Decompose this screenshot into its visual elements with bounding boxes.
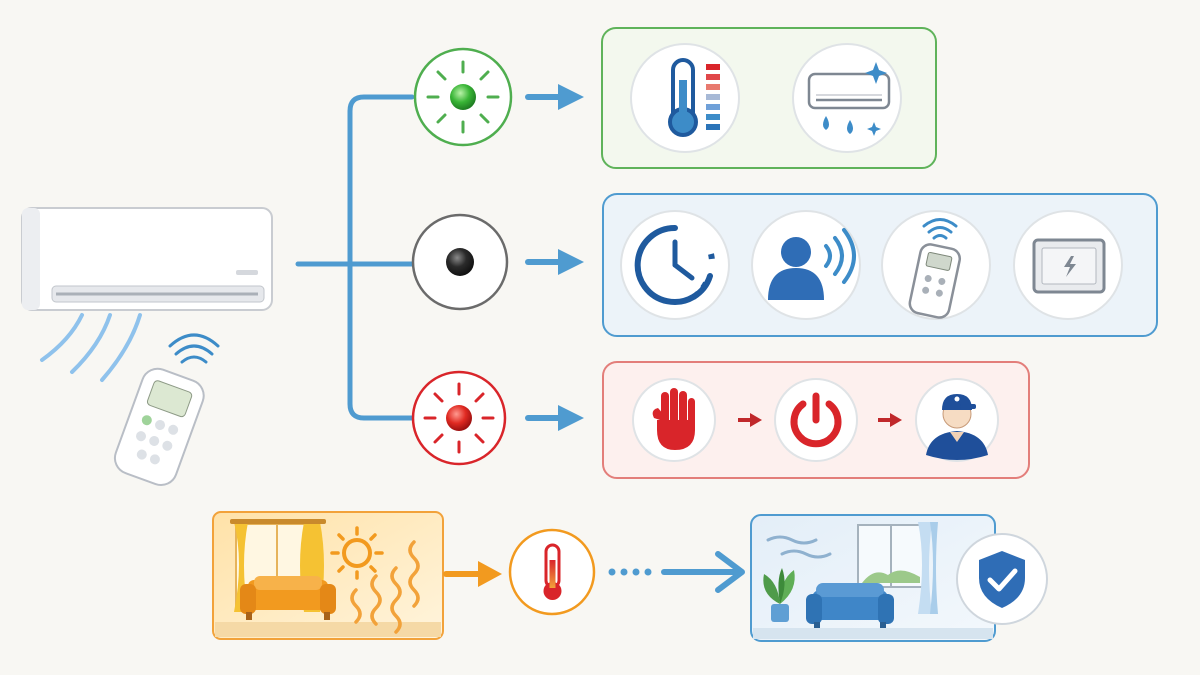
blue-armchair xyxy=(806,583,894,630)
airflow-lines xyxy=(40,313,142,382)
check-to-cool-arrow xyxy=(608,551,745,593)
normal-operation-panel xyxy=(601,27,937,169)
sun-icon xyxy=(330,526,384,580)
potted-plant xyxy=(763,568,795,622)
power-panel-icon xyxy=(1032,238,1106,294)
technician-icon xyxy=(926,394,988,460)
indicator-green xyxy=(413,47,513,147)
thermometer-icon xyxy=(668,58,720,137)
voice-control-icon xyxy=(768,228,856,300)
remote-control-icon xyxy=(113,367,205,486)
heat-wave-lines xyxy=(350,540,420,634)
dark-led-icon xyxy=(446,248,474,276)
green-glowing-led-icon xyxy=(450,84,476,110)
hot-to-check-arrow xyxy=(443,561,502,587)
fault-panel xyxy=(602,361,1030,479)
hot-room-icon xyxy=(215,519,441,637)
indicator-red xyxy=(411,370,507,466)
red-glowing-led-icon xyxy=(446,405,472,431)
red-rays xyxy=(423,382,495,454)
fault-step-arrow-2 xyxy=(878,413,902,427)
cooling-ac-icon xyxy=(807,62,891,136)
cool-room-panel xyxy=(750,514,996,642)
protection-shield-icon xyxy=(956,533,1048,625)
remote-signal-icon xyxy=(908,218,962,319)
standby-panel xyxy=(602,193,1158,337)
arrow-standby xyxy=(525,249,584,275)
wifi-signal-icon xyxy=(168,333,220,364)
branch-connector xyxy=(295,94,415,421)
dotted-segment xyxy=(608,568,652,576)
temperature-check-icon xyxy=(508,528,596,616)
timer-clock-icon xyxy=(634,224,715,305)
arrow-fault xyxy=(525,405,584,431)
green-rays xyxy=(426,60,500,134)
fault-step-arrow-1 xyxy=(738,413,762,427)
arrow-normal xyxy=(525,84,584,110)
power-off-icon xyxy=(790,392,842,448)
temperature-scale xyxy=(706,64,720,130)
stop-hand-icon xyxy=(652,388,695,450)
air-conditioner-unit-icon xyxy=(21,207,273,311)
indicator-dark xyxy=(411,213,509,311)
row-arrows xyxy=(525,84,584,431)
hot-room-panel xyxy=(212,511,444,640)
orange-sofa xyxy=(240,576,336,620)
cool-air-lines xyxy=(766,535,832,559)
cool-room-icon xyxy=(753,522,993,639)
